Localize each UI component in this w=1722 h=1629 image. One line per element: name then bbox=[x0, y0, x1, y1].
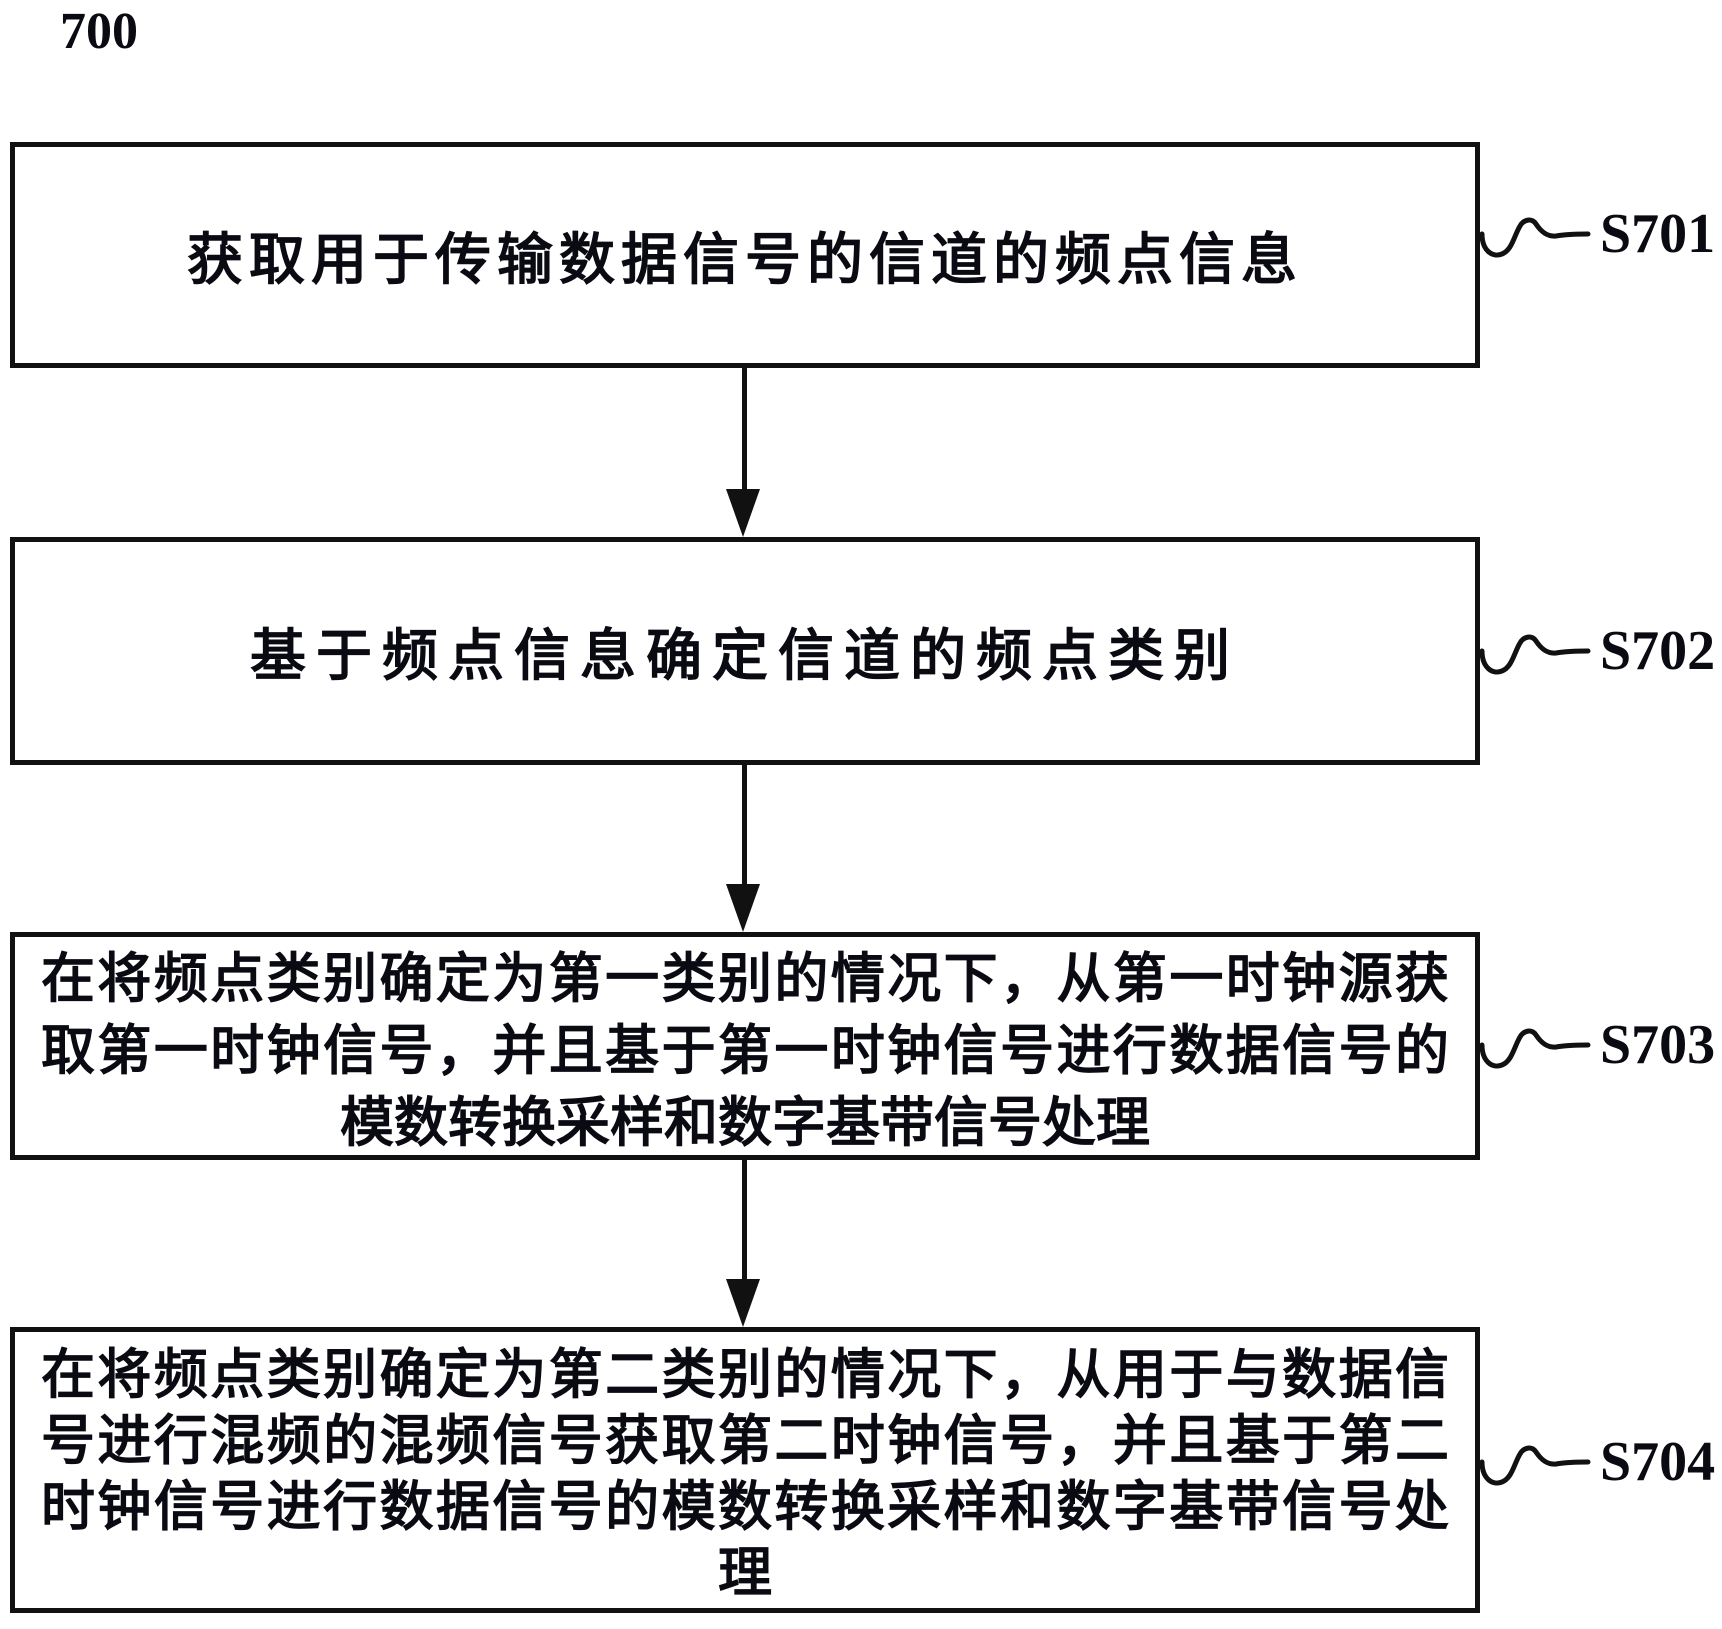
flow-box-s701: 获取用于传输数据信号的信道的频点信息 bbox=[10, 142, 1480, 368]
flow-box-s703-line-3: 模数转换采样和数字基带信号处理 bbox=[340, 1091, 1150, 1154]
flow-arrow-3-head-icon bbox=[726, 1279, 760, 1327]
flow-box-s702: 基于频点信息确定信道的频点类别 bbox=[10, 537, 1480, 765]
connector-squiggle-icon bbox=[1480, 634, 1591, 675]
flow-arrow-2-shaft bbox=[742, 765, 747, 887]
flow-box-s704-line-4: 理 bbox=[718, 1541, 772, 1604]
connector-squiggle-icon bbox=[1480, 1445, 1591, 1486]
flow-arrow-3-shaft bbox=[742, 1160, 747, 1282]
flow-arrow-2-head-icon bbox=[726, 884, 760, 932]
step-label-s702: S702 bbox=[1600, 620, 1716, 682]
flow-box-s704: 在将频点类别确定为第二类别的情况下，从用于与数据信 号进行混频的混频信号获取第二… bbox=[10, 1327, 1480, 1613]
flow-box-s702-text: 基于频点信息确定信道的频点类别 bbox=[250, 623, 1240, 689]
flow-box-s703-line-1: 在将频点类别确定为第一类别的情况下，从第一时钟源获 bbox=[41, 947, 1449, 1010]
flow-box-s704-line-3: 时钟信号进行数据信号的模数转换采样和数字基带信号处 bbox=[41, 1475, 1449, 1538]
step-label-s703: S703 bbox=[1600, 1014, 1716, 1076]
step-label-s704: S704 bbox=[1600, 1431, 1716, 1493]
step-ref-s702: S702 bbox=[1480, 615, 1715, 687]
flow-box-s704-line-2: 号进行混频的混频信号获取第二时钟信号，并且基于第二 bbox=[41, 1409, 1449, 1472]
flow-box-s704-line-1: 在将频点类别确定为第二类别的情况下，从用于与数据信 bbox=[41, 1343, 1449, 1406]
step-ref-s703: S703 bbox=[1480, 1009, 1715, 1081]
connector-squiggle-icon bbox=[1480, 1028, 1591, 1069]
flow-box-s703: 在将频点类别确定为第一类别的情况下，从第一时钟源获 取第一时钟信号，并且基于第一… bbox=[10, 932, 1480, 1160]
flow-box-s703-line-2: 取第一时钟信号，并且基于第一时钟信号进行数据信号的 bbox=[41, 1019, 1449, 1082]
step-ref-s704: S704 bbox=[1480, 1426, 1715, 1498]
figure-number: 700 bbox=[60, 3, 138, 60]
flow-box-s701-text: 获取用于传输数据信号的信道的频点信息 bbox=[187, 227, 1303, 293]
step-ref-s701: S701 bbox=[1480, 198, 1715, 270]
connector-squiggle-icon bbox=[1480, 217, 1591, 258]
step-label-s701: S701 bbox=[1600, 203, 1716, 265]
flow-arrow-1-shaft bbox=[742, 368, 747, 492]
flow-arrow-1-head-icon bbox=[726, 489, 760, 537]
